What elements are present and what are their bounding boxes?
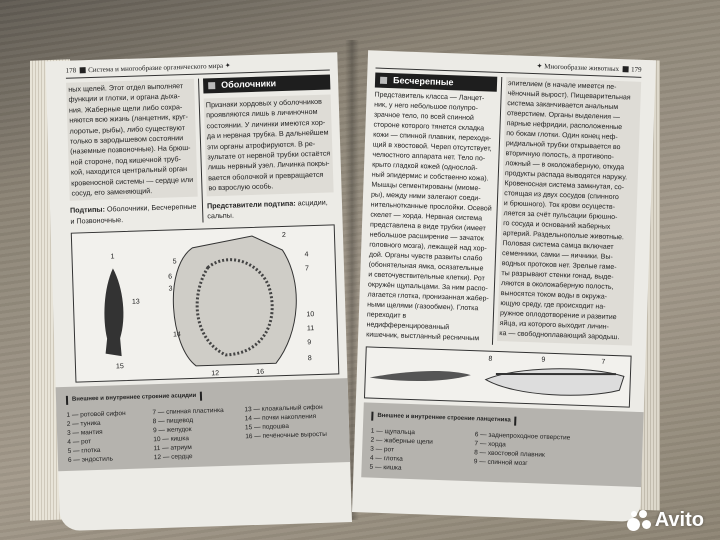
text-column-1: ных щелей. Этот отдел выполняет функции … — [66, 78, 198, 202]
svg-text:14: 14 — [173, 332, 181, 339]
svg-text:13: 13 — [132, 299, 140, 306]
page-number: 179 — [630, 65, 642, 74]
legend-column-3: 13 — клоакальный сифон 14 — почки накопл… — [244, 404, 328, 441]
left-column: Бесчерепные Представитель класса — Ланце… — [366, 72, 498, 345]
running-title: Система и многообразие органического мир… — [88, 61, 224, 75]
svg-text:7: 7 — [305, 266, 309, 273]
square-icon — [622, 66, 629, 73]
text-columns: ных щелей. Этот отдел выполняет функции … — [66, 74, 334, 227]
ascidian-silhouette — [104, 268, 124, 357]
ascidian-section — [172, 235, 297, 367]
ascidian-figure: 1 13 15 2 5 6 3 4 7 10 11 9 14 16 12 8 — [70, 224, 340, 383]
avito-logo-icon — [626, 509, 651, 532]
lancelet-section — [484, 368, 625, 396]
subtypes-paragraph: Подтипы: Оболочники, Бесчерепные и Позво… — [70, 202, 199, 227]
page-number: 178 — [65, 66, 77, 75]
right-column: эпителием (в начале имеется пе- чёночный… — [497, 77, 642, 346]
svg-text:12: 12 — [211, 370, 219, 377]
representatives-paragraph: Представители подтипа: асцидии, сальпы. — [207, 197, 335, 222]
text-column-2: Признаки хордовых у оболочников проявляю… — [203, 94, 334, 197]
lancelet-diagram: 8 9 7 — [369, 356, 625, 396]
legend-column-1: 1 — щупальца 2 — жаберные щели 3 — рот 4… — [369, 427, 433, 472]
text-columns: Бесчерепные Представитель класса — Ланце… — [366, 72, 642, 350]
butterfly-icon: ✦ — [536, 62, 543, 71]
lancelet-legend: Внешнее и внутреннее строение ланцетника… — [361, 402, 644, 488]
svg-text:4: 4 — [304, 252, 308, 259]
text-column-1: Представитель класса — Ланцет- ник, у не… — [366, 91, 492, 343]
svg-text:9: 9 — [307, 339, 311, 346]
legend-column-2: 6 — заднепроходное отверстие 7 — хорда 8… — [473, 431, 571, 468]
legend-caption: Внешнее и внутреннее строение асцидии — [65, 391, 203, 406]
svg-text:2: 2 — [282, 232, 286, 239]
legend-column-2: 7 — спинная пластинка 8 — пищевод 9 — же… — [152, 407, 224, 462]
avito-text: Avito — [654, 509, 704, 531]
ascidian-diagram: 1 13 15 2 5 6 3 4 7 10 11 9 14 16 12 8 — [104, 232, 315, 378]
svg-text:8: 8 — [488, 356, 492, 363]
right-column: Оболочники Признаки хордовых у оболочник… — [202, 74, 335, 222]
svg-text:8: 8 — [308, 355, 312, 362]
text-column-2: эпителием (в начале имеется пе- чёночный… — [497, 77, 642, 346]
avito-watermark: Avito — [626, 509, 704, 532]
svg-text:9: 9 — [541, 357, 545, 364]
legend-column-1: 1 — ротовой сифон 2 — туника 3 — мантия … — [66, 410, 126, 465]
svg-text:7: 7 — [601, 359, 605, 366]
lancelet-silhouette — [369, 371, 471, 382]
figure-labels: 1 13 15 2 5 6 3 4 7 10 11 9 14 16 12 8 — [110, 232, 315, 377]
butterfly-icon: ✦ — [224, 61, 231, 70]
section-title-tunicates: Оболочники — [202, 74, 331, 94]
representatives-label: Представители подтипа: — [206, 198, 296, 211]
notochord-line — [495, 372, 616, 376]
subtypes-label: Подтипы: — [69, 205, 106, 216]
svg-text:15: 15 — [116, 363, 124, 370]
right-page: ✦ Многообразие животных 179 Бесчерепные П… — [352, 50, 656, 523]
svg-text:11: 11 — [307, 325, 315, 332]
running-title: Многообразие животных — [544, 62, 620, 74]
square-icon — [79, 67, 86, 74]
svg-text:6: 6 — [168, 274, 172, 281]
section-title-cephalochordates: Бесчерепные — [374, 72, 498, 92]
legend-caption: Внешнее и внутреннее строение ланцетника — [371, 411, 517, 426]
pharynx-mesh — [195, 258, 274, 357]
svg-text:1: 1 — [110, 254, 114, 261]
svg-text:10: 10 — [306, 311, 314, 318]
left-column: ных щелей. Этот отдел выполняет функции … — [66, 78, 199, 227]
figure-labels: 8 9 7 — [488, 356, 605, 366]
ascidian-legend: Внешнее и внутреннее строение асцидии 1 … — [55, 378, 351, 472]
lancelet-figure: 8 9 7 — [363, 346, 632, 408]
svg-text:16: 16 — [256, 369, 264, 376]
svg-text:5: 5 — [173, 259, 177, 266]
svg-text:3: 3 — [168, 286, 172, 293]
